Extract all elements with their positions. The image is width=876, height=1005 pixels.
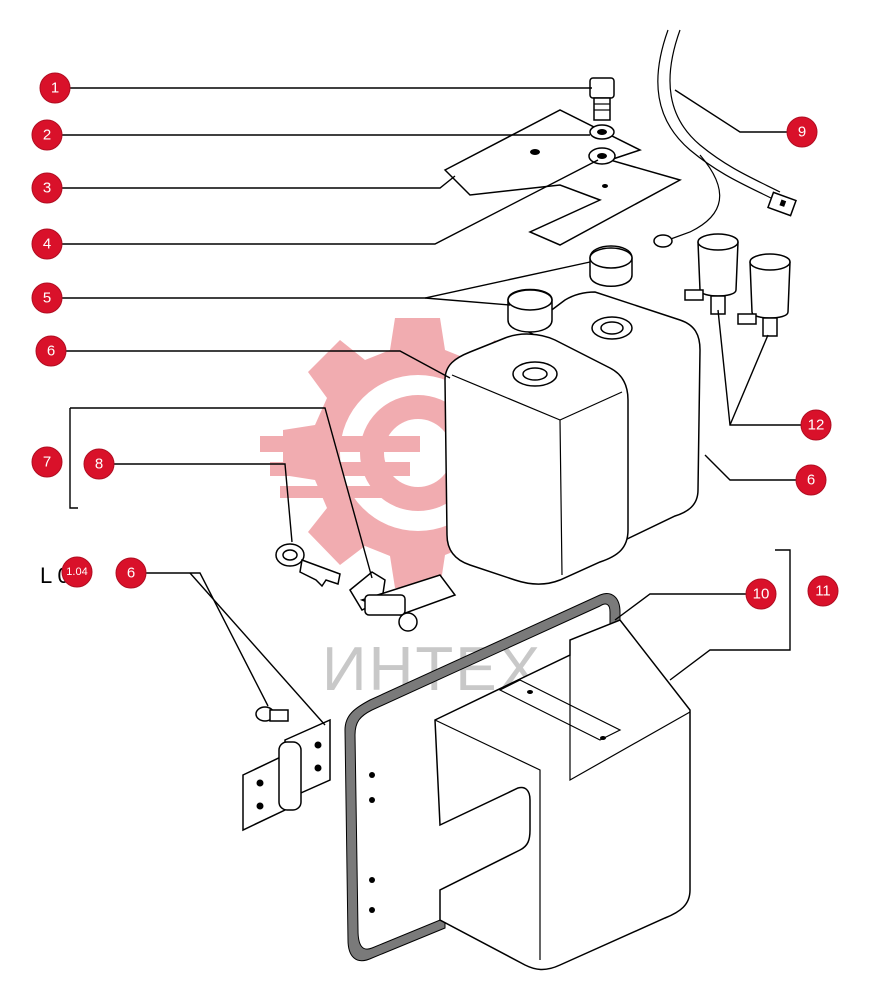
key xyxy=(275,543,341,588)
svg-text:9: 9 xyxy=(798,124,806,141)
flat-washer xyxy=(588,147,616,165)
svg-text:6: 6 xyxy=(127,565,135,582)
tank-housing xyxy=(434,619,691,971)
svg-text:3: 3 xyxy=(43,180,51,197)
svg-text:6: 6 xyxy=(47,343,55,360)
svg-text:8: 8 xyxy=(95,456,103,473)
svg-text:12: 12 xyxy=(808,417,825,434)
washer-pump-2 xyxy=(737,253,791,337)
cam-lock xyxy=(349,571,457,632)
callout-4[interactable]: 4 xyxy=(31,228,63,260)
svg-text:2: 2 xyxy=(43,127,51,144)
hinge xyxy=(242,718,331,832)
leader-lines xyxy=(55,87,815,726)
callout-6b[interactable]: 6 xyxy=(795,464,827,496)
callout-6c[interactable]: 6 xyxy=(115,557,147,589)
svg-text:7: 7 xyxy=(43,454,51,471)
callout-12[interactable]: 12 xyxy=(800,409,832,441)
hinge-screw xyxy=(255,706,289,722)
callout-6a[interactable]: 6 xyxy=(35,335,67,367)
callout-2[interactable]: 2 xyxy=(31,119,63,151)
svg-text:10: 10 xyxy=(753,586,770,603)
callout-7[interactable]: 7 xyxy=(31,446,63,478)
bolt xyxy=(589,77,615,121)
washer-pump-1 xyxy=(684,233,739,315)
svg-text:11: 11 xyxy=(815,583,831,600)
callout-11[interactable]: 11 xyxy=(807,575,839,607)
gasket-frame xyxy=(344,593,621,962)
wiring-harness xyxy=(653,29,797,248)
svg-text:6: 6 xyxy=(807,472,815,489)
callout-1-04[interactable]: 1.04 xyxy=(61,556,93,588)
callout-9[interactable]: 9 xyxy=(786,116,818,148)
callout-1[interactable]: 1 xyxy=(39,72,71,104)
bracket-plate xyxy=(443,109,682,246)
svg-text:4: 4 xyxy=(43,236,51,253)
callout-3[interactable]: 3 xyxy=(31,172,63,204)
washer-tank-rear xyxy=(523,245,701,542)
washer-tank-front xyxy=(444,288,629,585)
svg-text:1: 1 xyxy=(51,80,59,97)
lock-washer xyxy=(589,124,615,140)
svg-text:1.04: 1.04 xyxy=(66,566,87,578)
callout-5[interactable]: 5 xyxy=(31,282,63,314)
callout-8[interactable]: 8 xyxy=(83,448,115,480)
callout-10[interactable]: 10 xyxy=(745,578,777,610)
svg-text:5: 5 xyxy=(43,290,51,307)
